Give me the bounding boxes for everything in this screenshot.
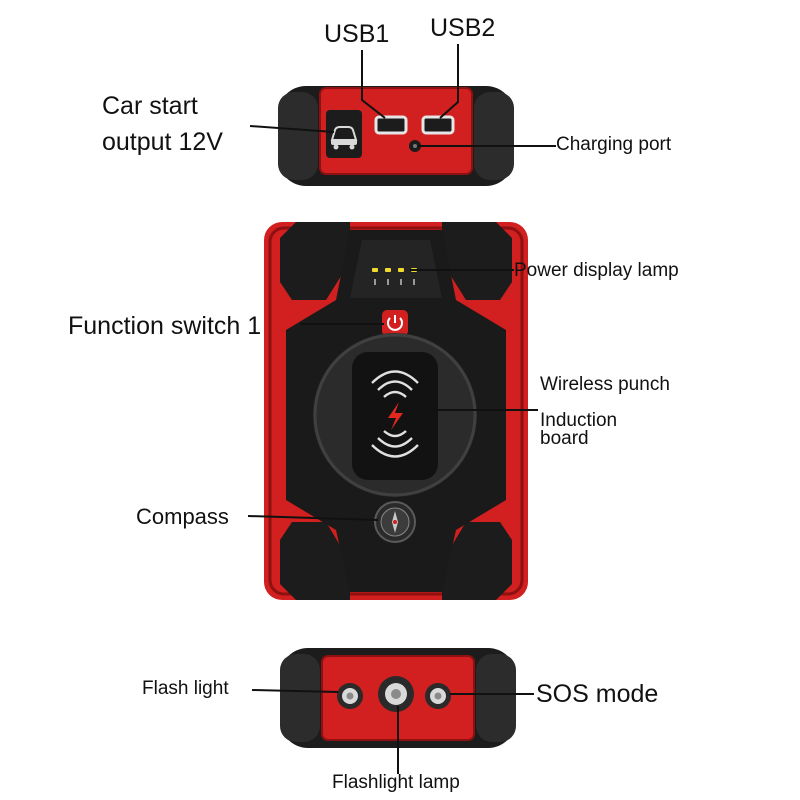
leader-flash-light [251, 689, 339, 693]
label-power-display-lamp: Power display lamp [514, 260, 679, 281]
label-flash-light: Flash light [142, 678, 229, 699]
label-charging-port: Charging port [556, 134, 672, 155]
top-view-right-grip [474, 92, 514, 180]
corner-guard-bottom-left [280, 522, 350, 600]
lightning-bolt-icon [388, 402, 403, 430]
label-flashlight-lamp: Flashlight lamp [332, 772, 460, 793]
top-view [278, 86, 514, 186]
flash-light-lens [337, 683, 363, 709]
power-icon [382, 310, 408, 336]
label-car-start-line2: output 12V [102, 128, 223, 156]
label-function-switch: Function switch 1 [68, 312, 262, 340]
leader-usb1 [361, 50, 386, 119]
top-view-left-grip [278, 92, 318, 180]
corner-guard-top-right [442, 222, 512, 300]
front-view [264, 222, 528, 600]
flashlight-lamp-lens [378, 676, 414, 712]
leader-usb2 [439, 44, 459, 119]
corner-guard-bottom-right [442, 522, 512, 600]
label-wireless-line3: board [540, 428, 589, 449]
leader-lines [247, 44, 556, 774]
compass-icon [374, 501, 416, 543]
label-sos-mode: SOS mode [536, 680, 659, 708]
usb1-port [374, 115, 408, 135]
label-compass: Compass [136, 504, 229, 529]
label-wireless-line2: Induction [540, 410, 618, 431]
label-usb1: USB1 [324, 20, 390, 48]
usb2-port [421, 115, 455, 135]
label-wireless-line1: Wireless punch [540, 374, 670, 395]
wireless-charging-icon [371, 370, 419, 458]
label-car-start-line1: Car start [102, 92, 198, 120]
label-usb2: USB2 [430, 14, 496, 42]
sos-lens [425, 683, 451, 709]
leader-compass [247, 515, 379, 521]
car-icon [326, 110, 362, 158]
leader-car-start [249, 125, 335, 133]
bottom-view [280, 648, 516, 748]
corner-guard-top-left [280, 222, 350, 300]
